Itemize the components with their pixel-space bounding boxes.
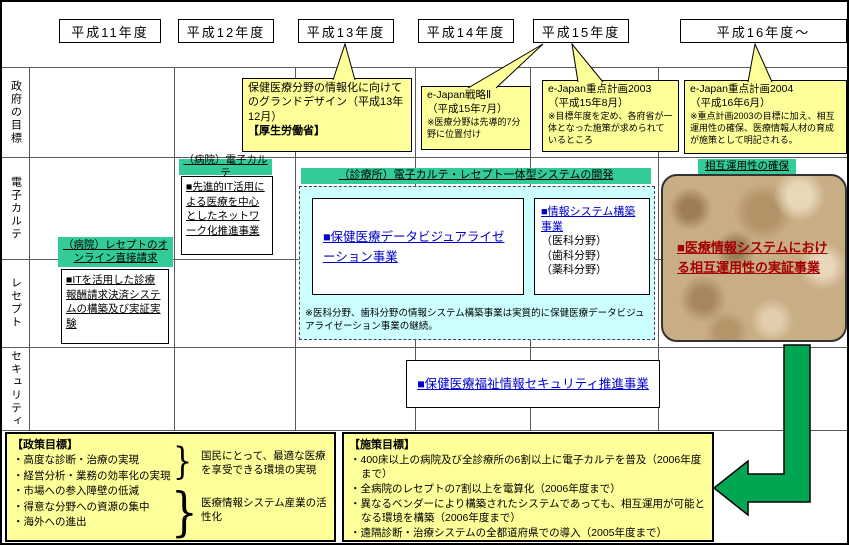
- policy-goals-title: 【政策目標】: [12, 439, 78, 451]
- program-field: （医科分野）: [541, 235, 607, 248]
- label-hospital-receipt: （病院）レセプトのオンライン直接請求: [58, 237, 173, 267]
- brace-icon: }: [171, 481, 198, 543]
- year-header-h13: 平成13年度: [298, 19, 394, 43]
- row-label-government-goals: 政府の目標: [2, 67, 28, 157]
- row-label-text: レセプト: [9, 277, 22, 329]
- year-header-h14: 平成14年度: [418, 19, 514, 43]
- program-text: ■保健医療データビジュアライゼーション事業: [323, 229, 505, 264]
- measure-goals-list: ・400床以上の病院及び全診療所の6割以上に電子カルテを普及（2006年度まで）…: [350, 453, 708, 541]
- program-text: ■ITを活用した診療報酬請求決済システムの構築及び実証実験: [66, 274, 161, 331]
- measure-item: ・400床以上の病院及び全診療所の6割以上に電子カルテを普及（2006年度まで）: [350, 454, 702, 480]
- container-note: ※医科分野、歯科分野の情報システム構築事業は実質的に保健医療データビジュアライゼ…: [305, 308, 645, 332]
- label-hospital-ehr: （病院）電子カルテ: [179, 154, 272, 179]
- callout-title: e-Japan重点計画2003: [548, 83, 652, 95]
- callout-ejapan-plan2004: e-Japan重点計画2004 （平成16年6月） ※重点計画2003の目標に加…: [684, 80, 847, 154]
- callout-date: （平成15年7月）: [427, 102, 508, 115]
- callout-text: 保健医療分野の情報化に向けてのグランドデザイン（平成13年12月）: [248, 82, 404, 123]
- row-label-text: 政府の目標: [9, 79, 22, 145]
- year-header-h11: 平成11年度: [59, 19, 161, 43]
- policy-item: ・海外への進出: [13, 516, 87, 528]
- callout-date: （平成16年6月）: [690, 96, 771, 109]
- program-receipt-system-box: ■ITを活用した診療報酬請求決済システムの構築及び実証実験: [61, 269, 169, 344]
- callout-ejapan-strategy2: e-Japan戦略Ⅱ （平成15年7月） ※医療分野は先導的7分野に位置付け: [421, 86, 531, 150]
- callout-title: e-Japan重点計画2004: [690, 83, 794, 95]
- label-text: （診療所）電子カルテ・レセプト一体型システムの開発: [338, 169, 614, 182]
- interop-demo-text: ■医療情報システムにおける相互運用性の実証事業: [677, 239, 828, 275]
- grid-vline: [658, 67, 659, 430]
- callout-note: ※重点計画2003の目標に加え、相互運用性の確保、医療情報人材の育成が施策として…: [690, 111, 835, 145]
- measure-goals-title: 【施策目標】: [349, 439, 415, 451]
- callout-grand-design: 保健医療分野の情報化に向けてのグランドデザイン（平成13年12月） 【厚生労働省…: [242, 78, 412, 152]
- policy-outcome-bottom: 医療情報システム産業の活性化: [201, 497, 327, 524]
- grid-hline: [2, 67, 847, 68]
- row-label-text: 電子カルテ: [9, 175, 22, 241]
- policy-item: ・経営分析・業務の効率化の実現: [13, 469, 171, 482]
- year-header-h12: 平成12年度: [178, 19, 274, 43]
- year-header-h15: 平成15年度: [533, 19, 629, 43]
- measure-item: ・全病院のレセプトの7割以上を電算化（2006年度まで）: [350, 483, 621, 495]
- callout-pointer-icon: [467, 43, 544, 89]
- policy-outcome-top: 国民にとって、最適な医療を享受できる環境の実現: [201, 450, 326, 477]
- label-text: 相互運用性の確保: [705, 160, 789, 173]
- callout-note: ※医療分野は先導的7分野に位置付け: [427, 117, 521, 139]
- callout-ejapan-plan2003: e-Japan重点計画2003 （平成15年8月） ※目標年度を定め、各府省が一…: [542, 80, 679, 152]
- row-label-receipt: レセプト: [2, 259, 28, 347]
- measure-goals-box: 【施策目標】 ・400床以上の病院及び全診療所の6割以上に電子カルテを普及（20…: [342, 432, 714, 542]
- program-text: ■先進的IT活用による医療を中心としたネットワーク化推進事業: [186, 181, 265, 238]
- callout-pointer-icon: [332, 42, 356, 81]
- program-text: ■保健医療福祉情報セキュリティ推進事業: [417, 376, 649, 391]
- row-label-text: セキュリティ: [9, 349, 22, 428]
- program-field: （歯科分野）: [541, 249, 607, 262]
- program-field: （薬科分野）: [541, 264, 607, 277]
- program-security-box: ■保健医療福祉情報セキュリティ推進事業: [406, 360, 660, 408]
- interop-demo-box: ■医療情報システムにおける相互運用性の実証事業: [661, 174, 847, 342]
- brace-icon: }: [173, 440, 193, 484]
- program-visualization-box: ■保健医療データビジュアライゼーション事業: [312, 198, 524, 295]
- label-text: （病院）電子カルテ: [183, 154, 268, 179]
- measure-item: ・遠隔診断・治療システムの全都道府県での導入（2005年度まで）: [350, 527, 668, 539]
- grid-vline: [29, 67, 30, 430]
- callout-pointer-icon: [747, 42, 773, 83]
- program-advanced-it-box: ■先進的IT活用による医療を中心としたネットワーク化推進事業: [181, 176, 273, 255]
- label-interoperability: 相互運用性の確保: [698, 159, 796, 174]
- policy-goals-list: ・高度な診断・治療の実現 ・経営分析・業務の効率化の実現 ・市場への参入障壁の低…: [13, 453, 171, 531]
- grid-hline: [2, 430, 847, 431]
- measure-item: ・異なるベンダーにより構築されたシステムであっても、相互運用が可能となる環境を構…: [350, 498, 706, 524]
- callout-org: 【厚生労働省】: [248, 124, 325, 137]
- grid-hline: [2, 157, 847, 158]
- policy-item: ・高度な診断・治療の実現: [13, 454, 139, 466]
- policy-item: ・得意な分野への資源の集中: [13, 500, 150, 513]
- program-text: ■情報システム構築事業: [541, 206, 636, 233]
- grid-vline: [174, 67, 175, 430]
- callout-pointer-icon: [571, 42, 604, 83]
- callout-title: e-Japan戦略Ⅱ: [427, 89, 492, 101]
- label-text: （病院）レセプトのオンライン直接請求: [63, 239, 168, 264]
- grid-hline: [2, 347, 847, 348]
- callout-note: ※目標年度を定め、各府省が一体となった施策が求められているところ: [548, 111, 673, 145]
- program-infosystem-box: ■情報システム構築事業 （医科分野） （歯科分野） （薬科分野）: [534, 198, 650, 295]
- year-header-h16: 平成16年度～: [680, 19, 847, 43]
- policy-item: ・市場への参入障壁の低減: [13, 485, 139, 497]
- grid-vline: [295, 67, 296, 430]
- row-label-security: セキュリティ: [2, 347, 28, 430]
- policy-goals-box: 【政策目標】 ・高度な診断・治療の実現 ・経営分析・業務の効率化の実現 ・市場へ…: [5, 432, 336, 542]
- callout-date: （平成15年8月）: [548, 96, 629, 109]
- label-clinic-system: （診療所）電子カルテ・レセプト一体型システムの開発: [301, 168, 651, 184]
- row-label-ehr: 電子カルテ: [2, 157, 28, 259]
